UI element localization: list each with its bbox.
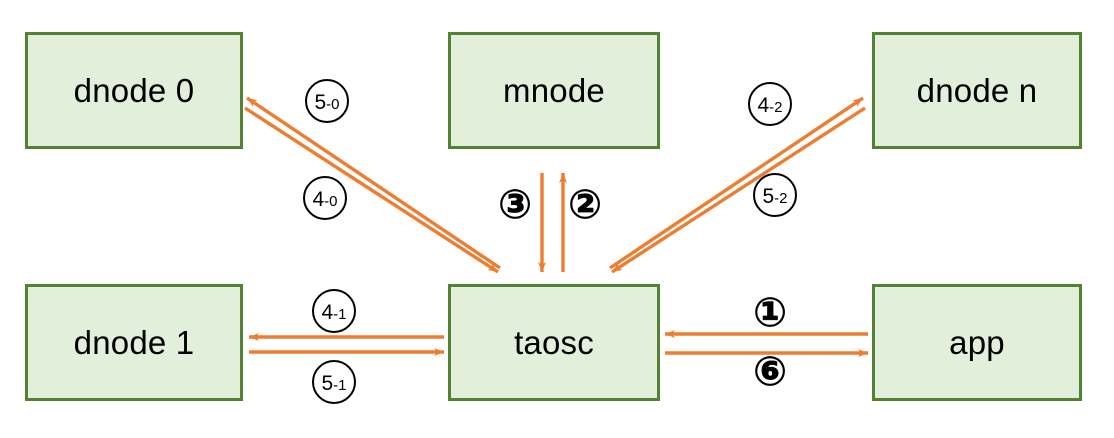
step-badge-4-1: 4-1 — [312, 289, 356, 333]
step-badge-4-2: 4-2 — [748, 82, 792, 126]
edge-5-2 — [611, 106, 866, 274]
node-taosc[interactable]: taosc — [448, 284, 660, 401]
node-label-mnode: mnode — [503, 72, 605, 109]
node-label-dnode0: dnode 0 — [73, 72, 195, 109]
step-badge-5-1-main: 5 — [321, 372, 334, 395]
step-badge-5-2-main: 5 — [762, 185, 775, 208]
edge-5-0 — [246, 96, 501, 270]
step-badge-5-0-main: 5 — [314, 91, 327, 114]
edge-4-2 — [609, 96, 864, 270]
step-badge-1: ① — [753, 290, 787, 336]
step-badge-4-2-sub: -2 — [769, 99, 783, 116]
node-dnode0[interactable]: dnode 0 — [25, 32, 243, 149]
node-dnoden[interactable]: dnode n — [872, 32, 1082, 149]
step-badge-5-1-sub: -1 — [333, 377, 347, 394]
step-badge-3: ③ — [498, 182, 532, 228]
step-badge-5-2-sub: -2 — [774, 190, 788, 207]
node-label-dnoden: dnode n — [916, 72, 1038, 109]
edge-4-0 — [244, 106, 499, 274]
step-badge-6: ⑥ — [753, 349, 787, 395]
node-mnode[interactable]: mnode — [448, 32, 660, 149]
node-label-dnode1: dnode 1 — [73, 324, 195, 361]
step-badge-5-0-sub: -0 — [326, 96, 340, 113]
step-badge-4-0-sub: -0 — [324, 193, 338, 210]
node-app[interactable]: app — [872, 284, 1082, 401]
step-badge-4-1-main: 4 — [321, 301, 334, 324]
step-badge-5-2: 5-2 — [753, 173, 797, 217]
step-badge-4-2-main: 4 — [757, 94, 770, 117]
step-badge-2: ② — [568, 182, 602, 228]
step-badge-4-0: 4-0 — [303, 176, 347, 220]
node-label-taosc: taosc — [514, 324, 594, 361]
step-badge-5-1: 5-1 — [312, 360, 356, 404]
step-badge-4-0-main: 4 — [312, 188, 325, 211]
step-badge-4-1-sub: -1 — [333, 306, 347, 323]
node-label-app: app — [949, 324, 1005, 361]
step-badge-5-0: 5-0 — [305, 79, 349, 123]
node-dnode1[interactable]: dnode 1 — [25, 284, 243, 401]
